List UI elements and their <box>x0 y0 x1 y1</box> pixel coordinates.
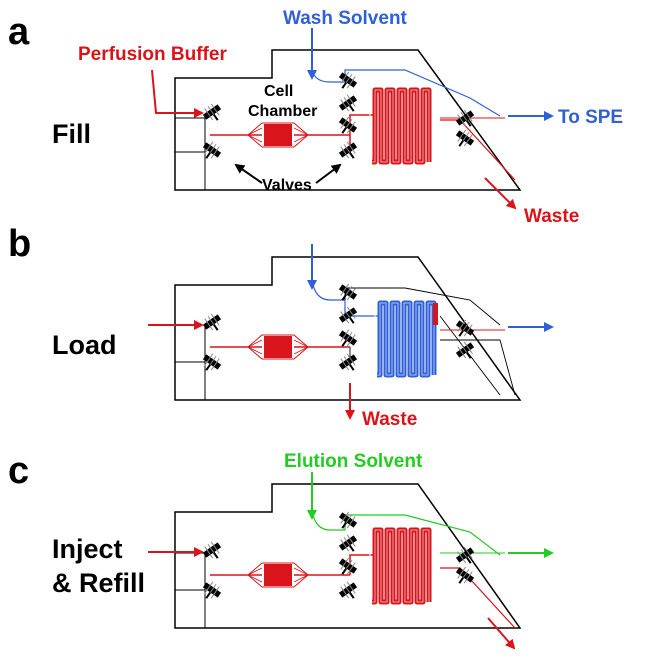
valve <box>202 141 222 159</box>
valve-pointer-left <box>234 163 263 184</box>
valve <box>455 341 475 359</box>
manifold-lines <box>175 117 206 190</box>
valve <box>455 129 475 147</box>
valve <box>338 534 358 552</box>
sample-loop-coil <box>369 87 435 165</box>
channel-black <box>344 287 516 396</box>
valve <box>338 71 358 89</box>
valve <box>338 353 358 371</box>
valve <box>338 116 358 134</box>
cell-chamber <box>247 334 309 360</box>
panel-letter: a <box>8 11 30 53</box>
perfusion-buffer-arrow <box>151 69 204 118</box>
cell-chamber <box>247 562 309 588</box>
valve-group <box>202 71 475 159</box>
valve <box>338 557 358 575</box>
cell-chamber-label: Cell <box>264 83 293 100</box>
mode-label: Inject <box>52 534 123 564</box>
channel-main <box>210 114 375 150</box>
valve-group <box>202 511 475 599</box>
waste-arrow <box>484 177 517 210</box>
sample-loop-coil <box>374 300 440 378</box>
valve <box>455 546 475 564</box>
waste-label: Waste <box>524 206 579 227</box>
panel-letter: b <box>8 223 31 265</box>
perfusion-buffer-label: Perfusion Buffer <box>78 44 227 65</box>
mode-label: Fill <box>52 119 91 149</box>
chip-outline <box>174 256 522 401</box>
to-spe-label: To SPE <box>558 107 623 128</box>
panel-a: a Fill <box>8 8 623 227</box>
chip-outline <box>174 49 522 191</box>
valve-group <box>202 283 475 371</box>
valve <box>338 94 358 112</box>
cell-chamber <box>247 122 309 148</box>
waste-label: Waste <box>362 409 417 430</box>
valve <box>455 319 475 337</box>
valve <box>338 581 358 599</box>
channel-waste <box>440 119 516 181</box>
valve-pointer-right <box>315 163 342 184</box>
panel-c: c Inject & Refill Elution Solv <box>8 450 554 650</box>
valve <box>455 566 475 584</box>
valve <box>338 511 358 529</box>
panel-b: b Load Waste <box>8 223 554 430</box>
valve <box>202 581 222 599</box>
chip-outline <box>174 483 522 629</box>
channel-waste <box>440 567 516 629</box>
mode-label-line2: & Refill <box>52 568 145 598</box>
manifold-lines <box>175 324 206 400</box>
valve <box>338 329 358 347</box>
valves-label: Valves <box>262 177 312 194</box>
valve <box>338 306 358 324</box>
valve <box>202 353 222 371</box>
valve <box>338 283 358 301</box>
valve <box>202 103 222 121</box>
cell-chamber-label: Chamber <box>248 103 317 120</box>
waste-arrow <box>487 617 516 650</box>
valve <box>202 313 222 331</box>
manifold-lines <box>175 552 206 628</box>
elution-solvent-label: Elution Solvent <box>284 451 423 472</box>
wash-solvent-label: Wash Solvent <box>283 8 408 29</box>
sample-loop-coil <box>369 527 435 605</box>
mode-label: Load <box>52 330 117 360</box>
valve <box>338 141 358 159</box>
valve <box>455 109 475 127</box>
panel-letter: c <box>8 450 29 492</box>
valve <box>202 541 222 559</box>
